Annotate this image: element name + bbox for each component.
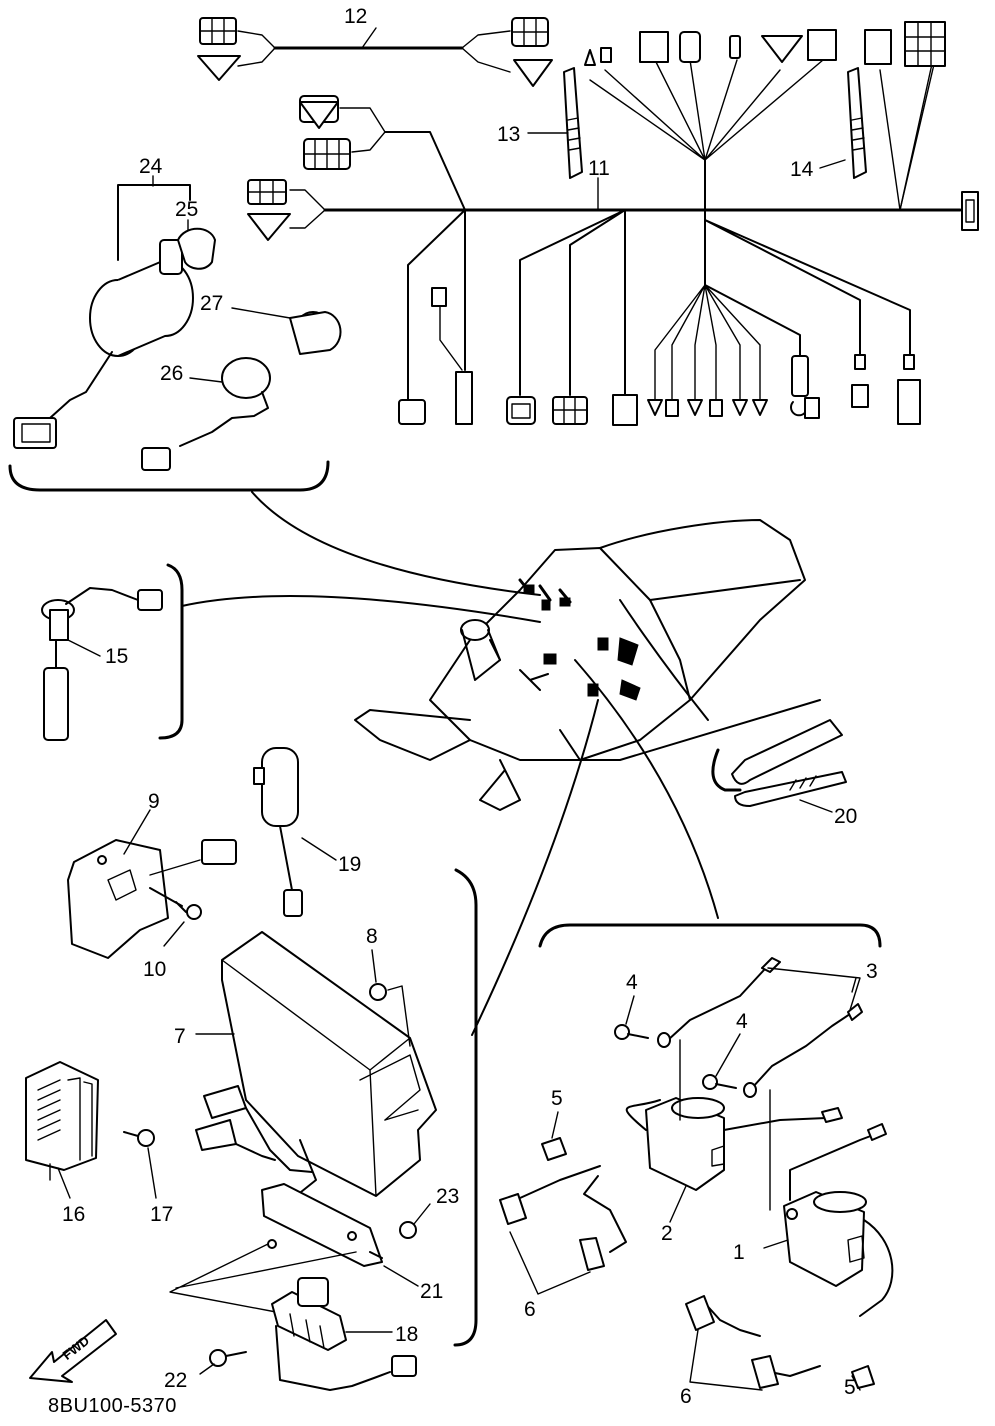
cable-band-14 bbox=[847, 67, 867, 179]
condenser-19 bbox=[253, 747, 303, 917]
callout-27: 27 bbox=[200, 292, 223, 315]
leader-switch-group bbox=[251, 491, 541, 596]
callout-23: 23 bbox=[436, 1185, 459, 1208]
bolts-4 bbox=[614, 1024, 737, 1090]
callout-13: 13 bbox=[497, 123, 520, 146]
callout-21: 21 bbox=[420, 1280, 443, 1303]
control-group-bracket bbox=[453, 868, 478, 1347]
callout-5b: 5 bbox=[844, 1376, 856, 1399]
rectifier-regulator-16 bbox=[25, 1061, 155, 1181]
cable-band-13 bbox=[563, 67, 583, 179]
main-switch-assembly bbox=[13, 184, 342, 471]
forward-direction-arrow: FWD bbox=[29, 1319, 117, 1383]
leader-control-group bbox=[471, 699, 599, 1036]
main-wire-harness bbox=[247, 21, 979, 426]
leader-lines bbox=[57, 27, 861, 1391]
ignition-group-bracket bbox=[538, 923, 882, 948]
ignition-coil-1 bbox=[783, 1123, 894, 1317]
bracket-9 bbox=[67, 839, 237, 959]
callout-17: 17 bbox=[150, 1203, 173, 1226]
snowmobile-body bbox=[354, 519, 821, 811]
callout-16: 16 bbox=[62, 1203, 85, 1226]
callout-11: 11 bbox=[588, 157, 610, 180]
leader-band-20 bbox=[619, 599, 709, 721]
switch-15 bbox=[41, 563, 184, 741]
callout-10: 10 bbox=[143, 958, 166, 981]
sub-wire-harness bbox=[197, 17, 553, 87]
relay-18 bbox=[209, 1277, 417, 1391]
callout-12: 12 bbox=[344, 5, 367, 28]
callout-9: 9 bbox=[148, 790, 160, 813]
callout-25: 25 bbox=[175, 198, 198, 221]
callout-3: 3 bbox=[866, 960, 878, 983]
band-20 bbox=[711, 719, 847, 807]
callout-20: 20 bbox=[834, 805, 857, 828]
callout-8: 8 bbox=[366, 925, 378, 948]
callout-6b: 6 bbox=[680, 1385, 692, 1408]
drawing-code: 8BU100-5370 bbox=[48, 1395, 177, 1417]
cdi-unit-7 bbox=[195, 931, 437, 1197]
callout-numbers: 12 13 11 14 24 25 27 26 15 9 19 20 8 10 … bbox=[62, 5, 878, 1408]
switch-group-bracket bbox=[8, 460, 330, 492]
relay-bracket-21 bbox=[169, 1183, 417, 1313]
ground-leads-3 bbox=[657, 957, 863, 1211]
callout-26: 26 bbox=[160, 362, 183, 385]
callout-14: 14 bbox=[790, 158, 814, 181]
callout-24: 24 bbox=[139, 155, 163, 178]
leader-ignition-group bbox=[574, 659, 719, 919]
callout-5a: 5 bbox=[551, 1087, 563, 1110]
callout-22: 22 bbox=[164, 1369, 187, 1392]
callout-18: 18 bbox=[395, 1323, 418, 1346]
callout-1: 1 bbox=[733, 1241, 745, 1264]
leader-switch-15 bbox=[181, 595, 541, 623]
callout-4b: 4 bbox=[736, 1010, 748, 1033]
callout-19: 19 bbox=[338, 853, 361, 876]
callout-7: 7 bbox=[174, 1025, 186, 1048]
callout-4a: 4 bbox=[626, 971, 638, 994]
callout-15: 15 bbox=[105, 645, 128, 668]
ignition-coil-2 bbox=[625, 1097, 843, 1191]
callout-6a: 6 bbox=[524, 1298, 536, 1321]
callout-2: 2 bbox=[661, 1222, 673, 1245]
plug-caps-6 bbox=[499, 1165, 821, 1389]
